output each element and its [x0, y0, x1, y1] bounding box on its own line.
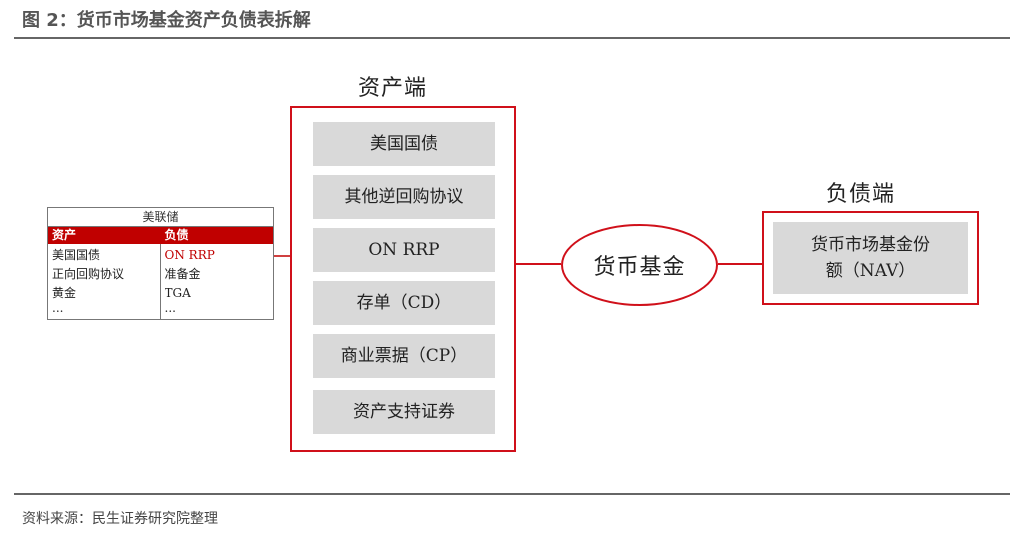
fed-body: 美国国债 正向回购协议 黄金 ... ON RRP 准备金 TGA ... — [48, 244, 273, 320]
asset-side-box: 美国国债 其他逆回购协议 ON RRP 存单（CD） 商业票据（CP） 资产支持… — [290, 106, 516, 452]
fed-liability-item: ON RRP — [164, 248, 215, 262]
fed-title: 美联储 — [48, 208, 273, 227]
fed-liability-header: 负债 — [164, 228, 189, 242]
fed-liability-item: TGA — [164, 286, 191, 300]
asset-item: 商业票据（CP） — [313, 334, 495, 378]
asset-side-heading: 资产端 — [358, 76, 428, 101]
asset-item: 其他逆回购协议 — [313, 175, 495, 219]
top-rule — [14, 37, 1010, 39]
liability-side-box: 货币市场基金份 额（NAV） — [762, 211, 979, 305]
fed-header-row: 资产 负债 — [48, 227, 273, 244]
fed-balance-sheet: 美联储 资产 负债 美国国债 正向回购协议 黄金 ... ON RRP 准备金 … — [47, 207, 274, 320]
source-note: 资料来源：民生证券研究院整理 — [22, 511, 218, 527]
fed-liability-column: ON RRP 准备金 TGA ... — [161, 244, 274, 320]
liability-item-line1: 货币市场基金份 — [811, 235, 930, 255]
fed-liability-item: 准备金 — [164, 267, 201, 281]
figure-title: 图 2：货币市场基金资产负债表拆解 — [22, 10, 311, 31]
fed-asset-item: 美国国债 — [52, 248, 101, 262]
fed-asset-item: ... — [52, 303, 64, 313]
liability-item: 货币市场基金份 额（NAV） — [773, 222, 968, 294]
liability-side-heading: 负债端 — [826, 182, 896, 207]
money-fund-node: 货币基金 — [561, 224, 718, 306]
fed-asset-item: 正向回购协议 — [52, 267, 125, 281]
fed-asset-header: 资产 — [52, 228, 77, 242]
fed-asset-item: 黄金 — [52, 286, 77, 300]
fed-asset-column: 美国国债 正向回购协议 黄金 ... — [48, 244, 161, 320]
fed-liability-item: ... — [164, 303, 176, 313]
asset-item: 资产支持证券 — [313, 390, 495, 434]
asset-item: 存单（CD） — [313, 281, 495, 325]
liability-item-line2: 额（NAV） — [825, 261, 916, 281]
asset-item: 美国国债 — [313, 122, 495, 166]
asset-item-highlighted: ON RRP — [313, 228, 495, 272]
bottom-rule — [14, 493, 1010, 495]
